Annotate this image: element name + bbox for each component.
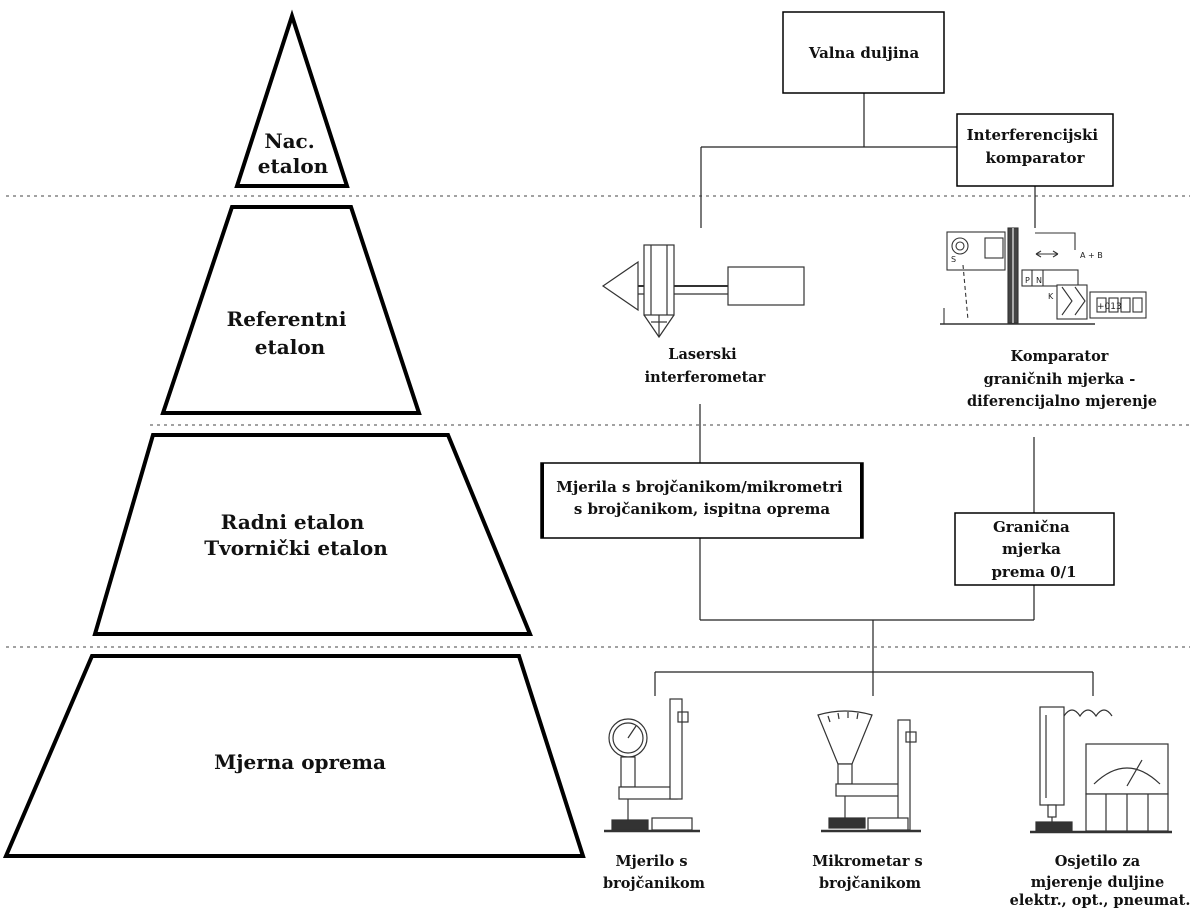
level-equipment-label: Mjerna oprema: [214, 750, 386, 774]
micrometer-illustration: [817, 710, 921, 833]
level-national-label: Nac. etalon: [258, 129, 329, 178]
box-interferometric-comparator-label: Interferencijski komparator: [967, 126, 1104, 167]
laser-interferometer-caption: Laserski interferometar: [645, 346, 766, 386]
pyramid-level-reference: [160, 205, 422, 415]
pyramid-level-working: [92, 433, 533, 636]
box-interferometric-comparator: Interferencijski komparator: [956, 113, 1114, 187]
laser-interferometer-illustration: [601, 244, 805, 339]
micrometer-caption: Mikrometar s brojčanikom: [812, 853, 928, 892]
comparator-display-readout: +013: [1097, 302, 1122, 312]
connector-lines: [654, 93, 1094, 696]
sensor-caption: Osjetilo za mjerenje duljine elektr., op…: [1010, 853, 1191, 908]
pyramid-level-equipment: [2, 654, 586, 858]
dial-gauge-caption: Mjerilo s brojčanikom: [603, 853, 706, 892]
box-dial-gauges: Mjerila s brojčanikom/mikrometri s brojč…: [540, 462, 864, 539]
level-separators: [6, 195, 1190, 648]
box-gauge-block: Granična mjerka prema 0/1: [954, 512, 1115, 586]
box-dial-gauges-label: Mjerila s brojčanikom/mikrometri s brojč…: [556, 478, 848, 518]
mark-p: P: [1025, 276, 1030, 285]
mark-s: S: [951, 255, 956, 264]
hierarchy-pyramid: [2, 9, 586, 858]
comparator-caption: Komparator graničnih mjerka - diferencij…: [967, 348, 1157, 410]
comparator-marks: P N K A + B S: [951, 251, 1103, 301]
level-reference-label: Referentni etalon: [227, 307, 354, 359]
pyramid-level-national: [234, 9, 350, 188]
box-wavelength-label: Valna duljina: [808, 44, 920, 62]
box-wavelength: Valna duljina: [782, 11, 945, 94]
box-gauge-block-label: Granična mjerka prema 0/1: [991, 518, 1076, 581]
level-working-label: Radni etalon Tvornički etalon: [204, 510, 388, 560]
mark-k: K: [1048, 292, 1054, 301]
gauge-block-comparator-illustration: [940, 227, 1147, 325]
dial-gauge-illustration: [604, 698, 700, 833]
mark-n: N: [1036, 276, 1042, 285]
mark-a-plus-b: A + B: [1080, 251, 1103, 260]
length-sensor-illustration: [1030, 706, 1172, 834]
